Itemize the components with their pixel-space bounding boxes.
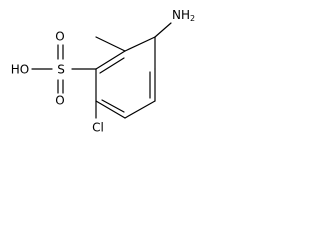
bonds [31,22,172,119]
amine-bond [154,22,172,38]
ring-bond-c1-c2 [124,36,156,52]
ring-bond-c5-c6 [95,100,126,119]
ring-double-bond-inner-1 [99,57,125,74]
structure-diagram: NH2 O S O HO Cl [0,0,200,155]
molecule-drawing: NH2 O S O HO Cl [11,8,195,135]
ring-double-bond-inner-3 [101,99,125,113]
chlorine-label: Cl [92,121,104,135]
methyl-bond [95,36,126,52]
hydroxyl-label: HO [11,63,29,77]
oxygen-top-label: O [55,30,64,44]
ring-bond-c1-top [95,50,126,70]
amine-label: NH2 [172,8,195,23]
atom-labels: NH2 O S O HO Cl [11,8,195,135]
oxygen-bottom-label: O [55,94,64,108]
sulfur-label: S [57,63,65,77]
ring-bond-c4-c5 [124,100,156,119]
